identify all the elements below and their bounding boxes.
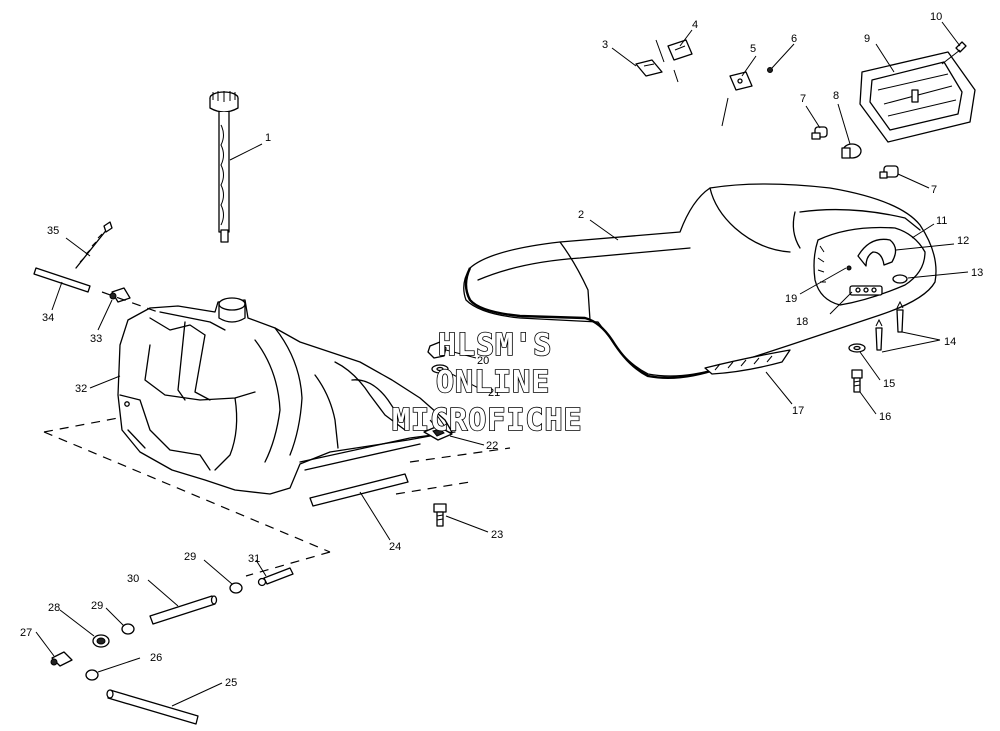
part-screw-10 (941, 41, 967, 65)
callout-23: 23 (491, 529, 503, 541)
callout-16: 16 (879, 411, 891, 423)
part-bolt-23 (433, 503, 447, 527)
part-bulb-7b (879, 165, 899, 179)
part-pad-22 (423, 425, 453, 441)
part-cap-26 (85, 669, 99, 681)
part-washer-21 (431, 364, 449, 374)
part-grommet-28 (92, 634, 110, 648)
alignment-lines (43, 291, 511, 577)
callout-1: 1 (265, 132, 271, 144)
callout-24: 24 (389, 541, 401, 553)
part-taillight-lens-9 (859, 51, 976, 143)
callout-32: 32 (75, 383, 87, 395)
part-bracket-5 (721, 71, 753, 127)
fuel-tank (117, 297, 456, 495)
callout-12: 12 (957, 235, 969, 247)
part-bulb-7a (811, 126, 828, 140)
callout-31: 31 (248, 553, 260, 565)
part-strap-35 (75, 221, 113, 269)
callout-6: 6 (791, 33, 797, 45)
part-spacer-29a (229, 582, 243, 594)
callout-numbers: 1 2 3 4 5 6 7 8 7 9 10 11 12 13 14 15 16… (20, 11, 983, 689)
part-grommet-3 (635, 59, 663, 77)
callout-30: 30 (127, 573, 139, 585)
callout-26: 26 (150, 652, 162, 664)
callout-33: 33 (90, 333, 102, 345)
callout-20: 20 (477, 355, 489, 367)
callout-29b: 29 (91, 600, 103, 612)
part-fuel-sender (209, 91, 239, 243)
callout-5: 5 (750, 43, 756, 55)
part-seat (463, 183, 937, 379)
part-spacer-29b (121, 623, 135, 635)
part-washer-15 (848, 343, 866, 353)
callout-3: 3 (602, 39, 608, 51)
callout-8: 8 (833, 90, 839, 102)
callout-14: 14 (944, 336, 956, 348)
callout-7b: 7 (931, 184, 937, 196)
leader-lines (35, 21, 969, 707)
callout-29a: 29 (184, 551, 196, 563)
part-screw-6 (767, 67, 773, 73)
callout-27: 27 (20, 627, 32, 639)
callout-9: 9 (864, 33, 870, 45)
callout-18: 18 (796, 316, 808, 328)
callout-11: 11 (936, 215, 947, 227)
callout-25: 25 (225, 677, 237, 689)
watermark-line-3: MICROFICHE (392, 403, 583, 438)
part-rod-34 (33, 267, 91, 293)
part-pin-31 (257, 567, 294, 587)
part-nut-20 (427, 341, 447, 359)
callout-10: 10 (930, 11, 942, 23)
part-bulb-8 (841, 143, 862, 159)
part-clip-33 (109, 287, 131, 303)
part-strip-24 (309, 473, 409, 507)
callout-22: 22 (486, 440, 498, 452)
part-plate-4 (655, 39, 693, 83)
callout-13: 13 (971, 267, 983, 279)
callout-17: 17 (792, 405, 804, 417)
callout-34: 34 (42, 312, 54, 324)
callout-7a: 7 (800, 93, 806, 105)
callout-15: 15 (883, 378, 895, 390)
callout-19: 19 (785, 293, 797, 305)
callout-35: 35 (47, 225, 59, 237)
watermark-line-1: HLSM'S (438, 328, 552, 363)
watermark-line-2: ONLINE (436, 365, 550, 400)
callout-28: 28 (48, 602, 60, 614)
part-bolt-16 (851, 369, 863, 393)
callout-21: 21 (488, 387, 500, 399)
part-rod-30 (149, 595, 218, 625)
watermark: HLSM'S ONLINE MICROFICHE (391, 327, 583, 439)
callout-4: 4 (692, 19, 698, 31)
callout-2: 2 (578, 209, 584, 221)
part-rod-25 (106, 689, 199, 725)
part-fitting-27 (50, 651, 73, 667)
